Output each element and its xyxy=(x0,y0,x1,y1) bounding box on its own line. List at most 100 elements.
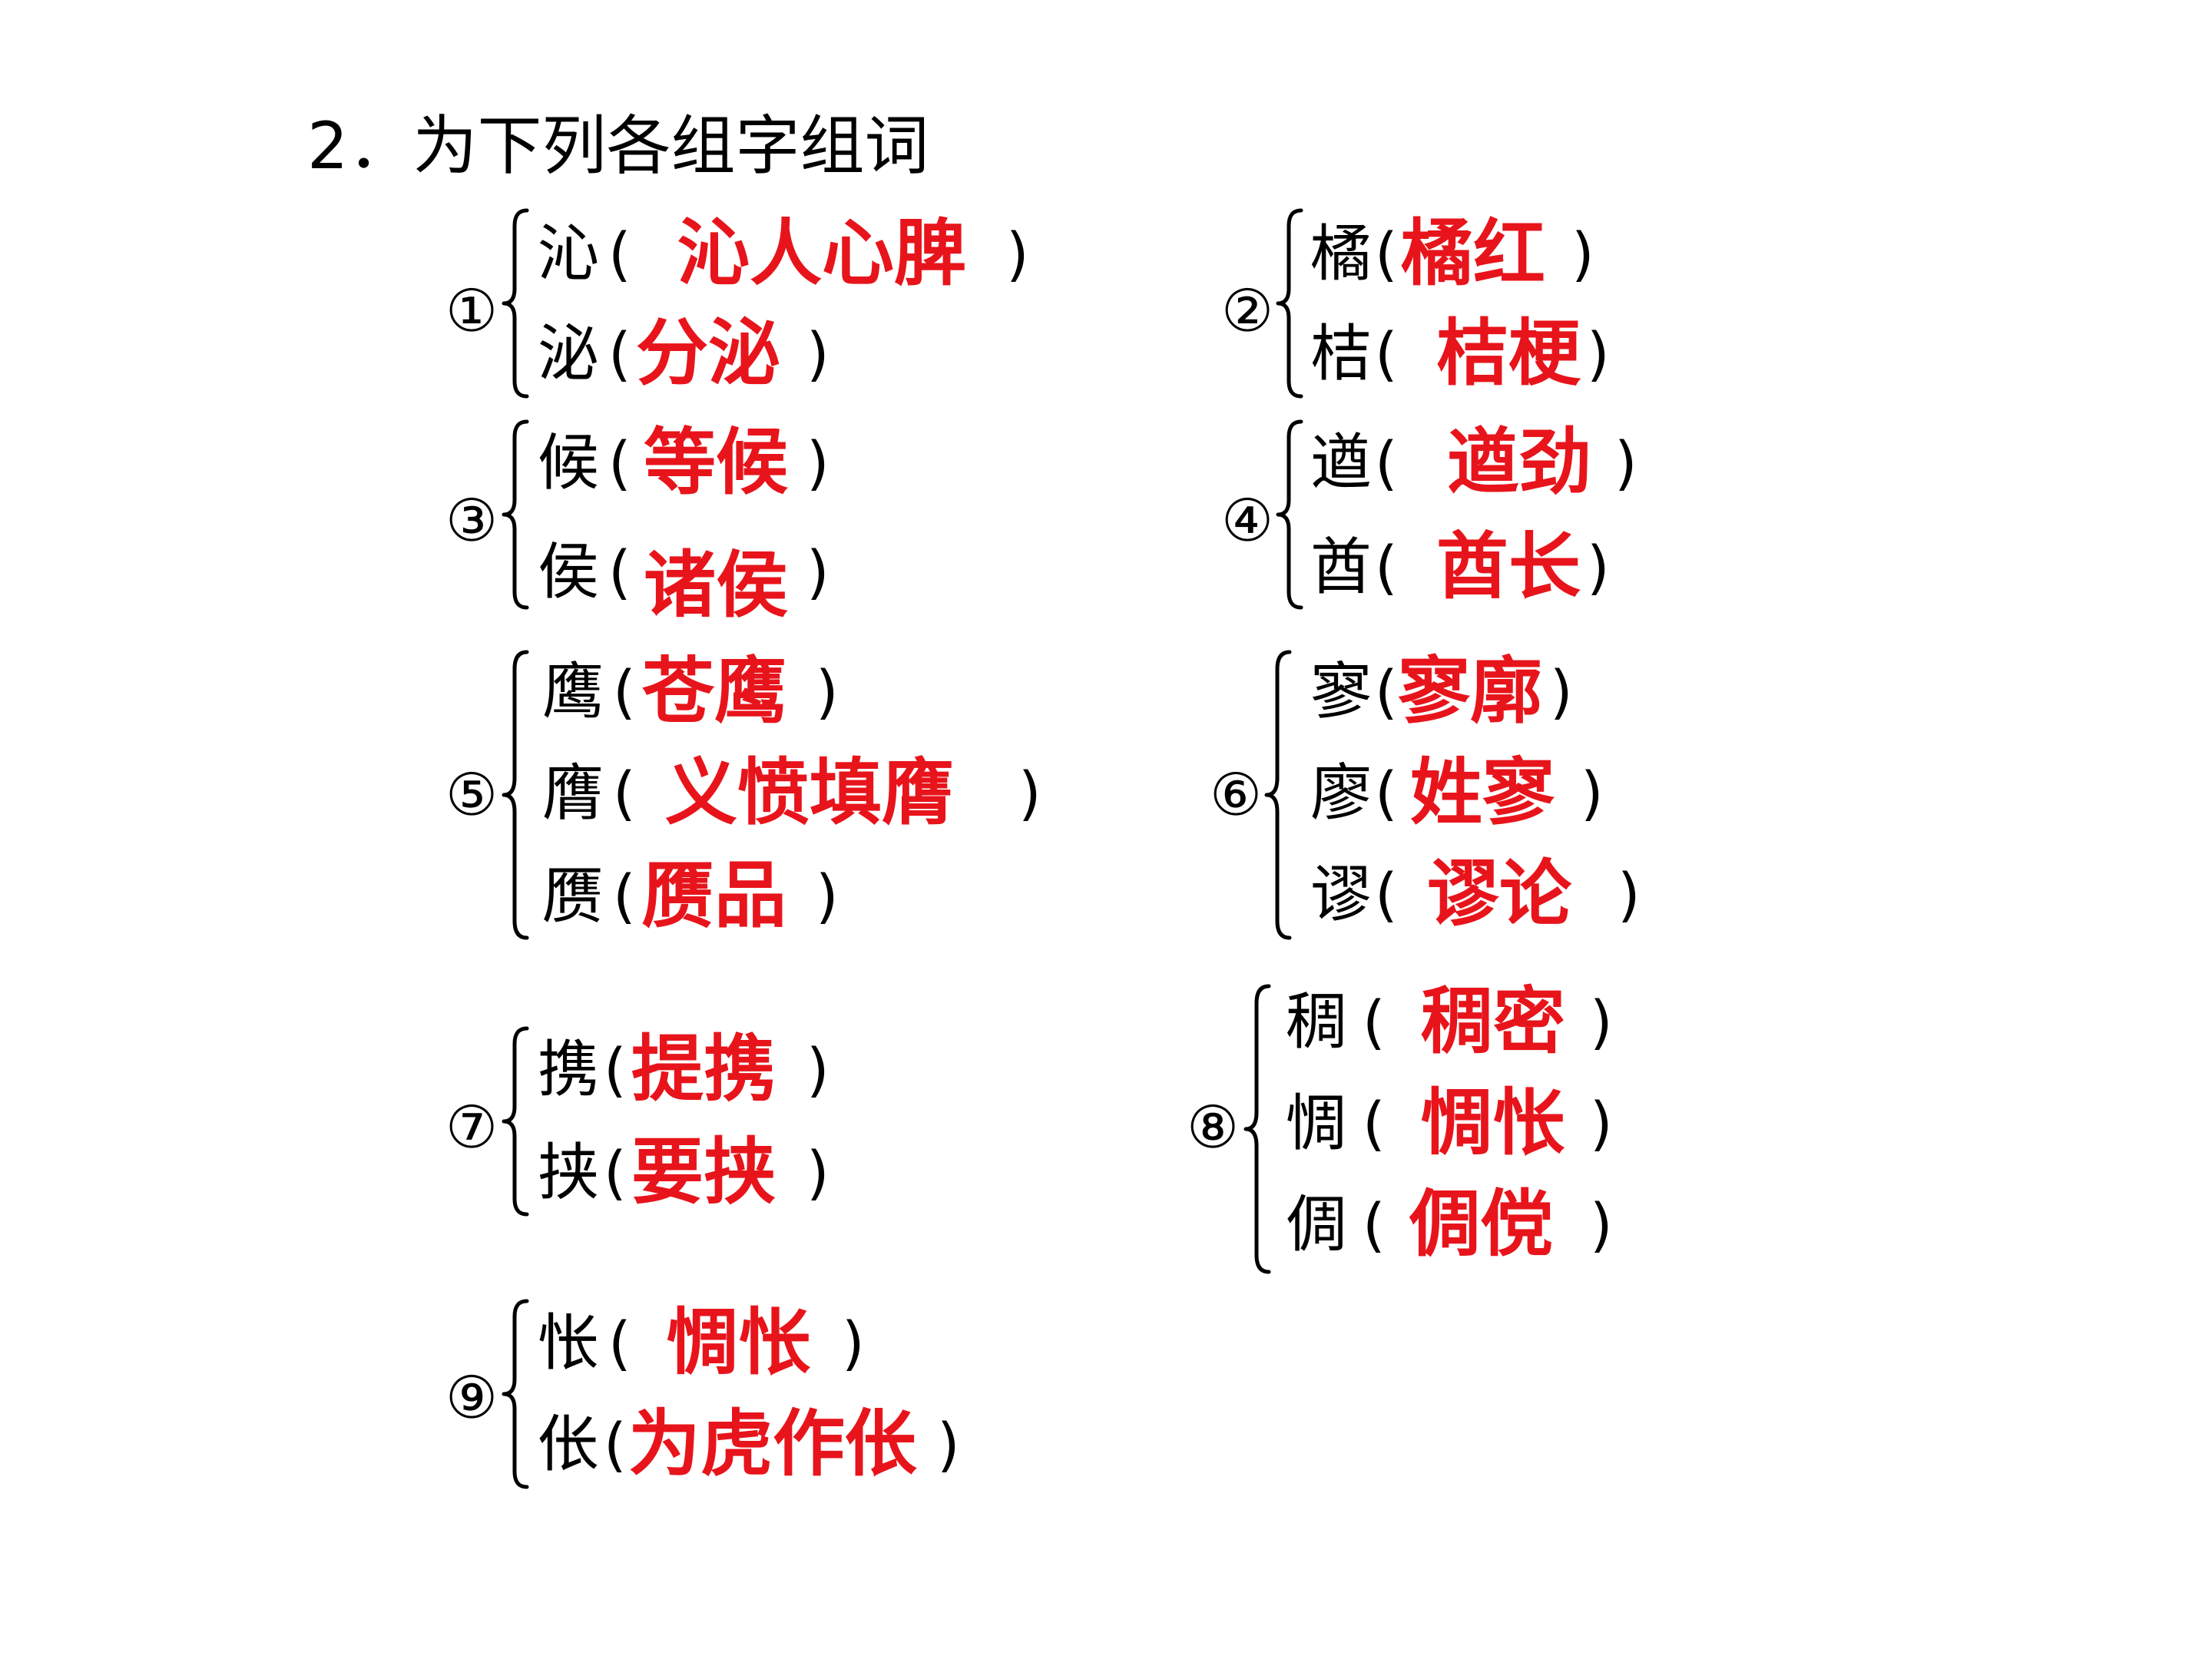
open-paren: ( xyxy=(1375,320,1398,388)
target-character: 沁 xyxy=(538,218,599,290)
target-character: 膺 xyxy=(542,757,604,829)
answer-word: 遒劲 xyxy=(1447,421,1592,505)
close-paren: ) xyxy=(816,862,839,930)
open-paren: ( xyxy=(1363,988,1386,1056)
close-paren: ) xyxy=(1587,533,1610,601)
answer-word: 义愤填膺 xyxy=(665,751,955,835)
target-character: 酋 xyxy=(1310,531,1372,603)
left-brace-icon xyxy=(502,208,529,399)
open-paren: ( xyxy=(613,657,636,726)
open-paren: ( xyxy=(608,429,631,497)
open-paren: ( xyxy=(1375,759,1398,827)
open-paren: ( xyxy=(1375,657,1398,726)
close-paren: ) xyxy=(806,538,830,606)
close-paren: ) xyxy=(1587,320,1610,388)
answer-word: 惆怅 xyxy=(1421,1081,1566,1165)
open-paren: ( xyxy=(604,1410,627,1479)
close-paren: ) xyxy=(1571,220,1594,288)
close-paren: ) xyxy=(1018,759,1041,827)
open-paren: ( xyxy=(608,320,631,388)
close-paren: ) xyxy=(1590,988,1613,1056)
target-character: 挟 xyxy=(538,1137,599,1208)
close-paren: ) xyxy=(816,657,839,726)
left-brace-icon xyxy=(1243,984,1271,1274)
group-number: ③ xyxy=(445,486,498,555)
target-character: 谬 xyxy=(1310,859,1372,930)
close-paren: ) xyxy=(842,1309,865,1377)
left-brace-icon xyxy=(502,650,529,940)
group-number: ⑧ xyxy=(1187,1093,1240,1161)
open-paren: ( xyxy=(1375,533,1398,601)
target-character: 鹰 xyxy=(542,656,604,727)
open-paren: ( xyxy=(608,220,631,288)
answer-word: 等候 xyxy=(644,421,789,505)
close-paren: ) xyxy=(806,429,830,497)
close-paren: ) xyxy=(1618,860,1641,929)
answer-word: 酋长 xyxy=(1436,525,1581,609)
group-number: ⑤ xyxy=(445,760,498,829)
close-paren: ) xyxy=(1590,1089,1613,1157)
open-paren: ( xyxy=(608,538,631,606)
open-paren: ( xyxy=(1375,220,1398,288)
answer-word: 沁人心脾 xyxy=(677,212,967,296)
open-paren: ( xyxy=(604,1035,627,1104)
answer-word: 分泌 xyxy=(636,312,781,396)
answer-word: 橘红 xyxy=(1401,212,1546,296)
left-brace-icon xyxy=(1276,419,1303,610)
target-character: 赝 xyxy=(542,860,604,932)
group-number: ⑨ xyxy=(445,1363,498,1432)
target-character: 惆 xyxy=(1286,1088,1347,1159)
target-character: 寥 xyxy=(1310,656,1372,727)
answer-word: 苍鹰 xyxy=(642,650,787,733)
close-paren: ) xyxy=(1006,220,1029,288)
close-paren: ) xyxy=(806,320,830,388)
answer-word: 提携 xyxy=(631,1028,777,1111)
left-brace-icon xyxy=(1264,650,1292,940)
answer-word: 姓寥 xyxy=(1410,751,1555,835)
left-brace-icon xyxy=(502,419,529,610)
answer-word: 赝品 xyxy=(642,854,787,938)
close-paren: ) xyxy=(1581,759,1604,827)
left-brace-icon xyxy=(502,1299,529,1489)
left-brace-icon xyxy=(1276,208,1303,399)
group-number: ④ xyxy=(1221,486,1274,555)
target-character: 橘 xyxy=(1310,218,1372,290)
close-paren: ) xyxy=(806,1138,830,1207)
close-paren: ) xyxy=(1614,429,1637,497)
open-paren: ( xyxy=(613,759,636,827)
answer-word: 要挟 xyxy=(631,1131,777,1214)
target-character: 携 xyxy=(538,1034,599,1105)
group-number: ⑥ xyxy=(1210,760,1263,829)
open-paren: ( xyxy=(1363,1089,1386,1157)
open-paren: ( xyxy=(613,862,636,930)
open-paren: ( xyxy=(604,1138,627,1207)
group-number: ⑦ xyxy=(445,1093,498,1161)
answer-word: 稠密 xyxy=(1421,980,1566,1064)
page-title: 2．为下列各组字组词 xyxy=(307,108,929,184)
target-character: 廖 xyxy=(1310,757,1372,829)
close-paren: ) xyxy=(937,1410,960,1479)
answer-word: 为虎作伥 xyxy=(628,1402,918,1486)
open-paren: ( xyxy=(1363,1190,1386,1259)
target-character: 泌 xyxy=(538,318,599,389)
answer-word: 诸侯 xyxy=(644,544,789,628)
close-paren: ) xyxy=(1550,657,1573,726)
answer-word: 寥廓 xyxy=(1398,650,1543,733)
target-character: 怅 xyxy=(538,1307,599,1379)
open-paren: ( xyxy=(1375,429,1398,497)
target-character: 遒 xyxy=(1310,427,1372,498)
group-number: ② xyxy=(1221,276,1274,345)
answer-word: 倜傥 xyxy=(1409,1183,1554,1267)
target-character: 伥 xyxy=(538,1409,599,1480)
answer-word: 谬论 xyxy=(1427,853,1572,936)
answer-word: 桔梗 xyxy=(1436,312,1581,396)
target-character: 桔 xyxy=(1310,318,1372,389)
close-paren: ) xyxy=(806,1035,830,1104)
left-brace-icon xyxy=(502,1026,529,1217)
group-number: ① xyxy=(445,276,498,345)
target-character: 稠 xyxy=(1286,986,1347,1058)
target-character: 侯 xyxy=(538,536,599,608)
answer-word: 惆怅 xyxy=(667,1301,812,1385)
target-character: 倜 xyxy=(1286,1189,1347,1260)
open-paren: ( xyxy=(608,1309,631,1377)
